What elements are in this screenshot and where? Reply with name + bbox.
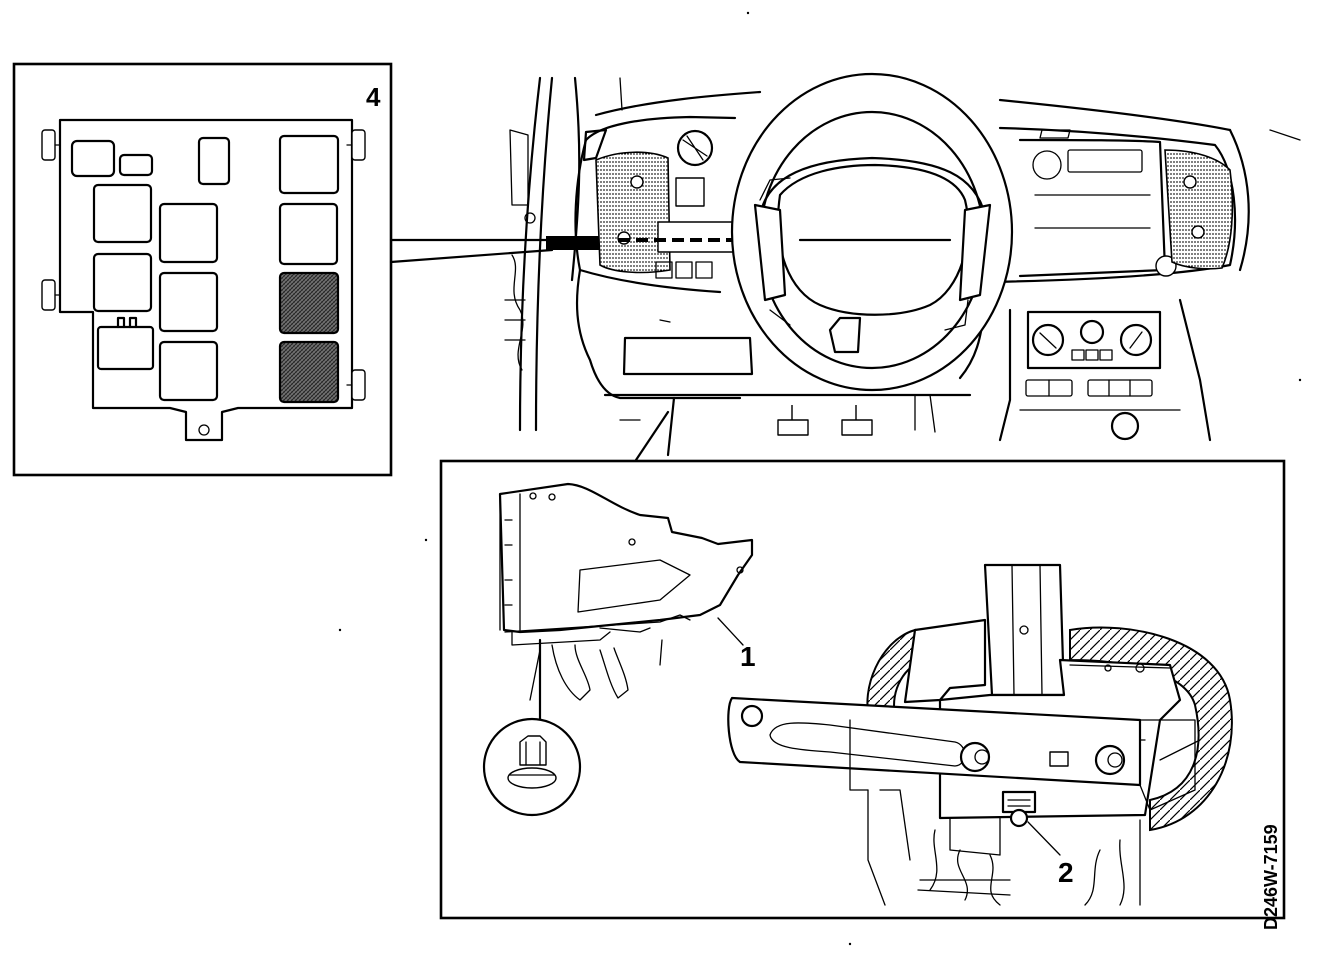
- relay-small-2: [118, 153, 154, 177]
- gear-knob: [1110, 411, 1140, 441]
- steering-wheel-upper-spoke: [758, 156, 987, 217]
- relay-left-1: [92, 183, 153, 244]
- hvac-panel: [1026, 310, 1162, 370]
- bracket-bolt-left: [740, 704, 764, 728]
- wiring-loom: [511, 254, 524, 371]
- side-vent: [582, 128, 608, 162]
- push-clip: [519, 735, 547, 766]
- storage-tray: [622, 336, 754, 376]
- temp-gauge: [1032, 150, 1062, 180]
- relay-sockets: [70, 134, 340, 404]
- support-bracket-bar: [727, 696, 1142, 787]
- lower-dash-left: [575, 268, 742, 400]
- relay-mid-2: [158, 271, 219, 333]
- hvac-knob-center: [1079, 319, 1105, 345]
- mounting-lugs: [41, 129, 366, 401]
- cover-recess: [577, 559, 691, 613]
- fuse-box-detail: 4: [12, 62, 618, 477]
- column-housing-left: [903, 618, 987, 704]
- relay-small-1: [70, 139, 116, 178]
- callout-1-leader: [717, 617, 744, 646]
- pedal-right: [599, 647, 629, 699]
- detail-pointer-lower: [389, 248, 554, 264]
- relay-small-3: [197, 136, 231, 186]
- trip-reset-knob: [1155, 255, 1177, 277]
- relay-left-3: [96, 325, 155, 371]
- bolt-2-head: [1001, 790, 1037, 814]
- dashboard-overview: [504, 72, 1301, 462]
- fuse-box-callout: 4: [366, 82, 381, 112]
- display-window: [1067, 149, 1143, 173]
- relay-right-1: [278, 202, 339, 266]
- pedal-left: [551, 644, 591, 701]
- lower-wires: [929, 829, 1001, 906]
- dash-panel-top: [584, 115, 737, 142]
- a-pillar-outer: [518, 76, 542, 432]
- relay-mid-1: [158, 202, 219, 264]
- print-specks: [338, 11, 1302, 946]
- right-spoke: [958, 203, 992, 302]
- clip-detail-circle: [482, 717, 582, 817]
- callout-2-leader: [1027, 821, 1061, 856]
- callout-1: 1: [740, 641, 756, 672]
- door-hinge: [509, 129, 529, 206]
- dimmer-switch: [675, 177, 705, 207]
- switch-right: [1087, 379, 1153, 397]
- relay-top-right: [278, 134, 340, 195]
- mounting-hole: [198, 424, 210, 436]
- dash-top-right: [998, 98, 1232, 132]
- relay-box-outline: [58, 118, 354, 442]
- fuse-box-frame: [12, 62, 393, 477]
- dash-top-left: [594, 90, 762, 117]
- relay-hatched-1: [278, 271, 340, 335]
- bracket-bolt-right: [1094, 744, 1126, 776]
- cover-panel: [498, 482, 754, 634]
- callout-2: 2: [1058, 857, 1074, 888]
- relay-left-2: [92, 252, 153, 313]
- lower-spoke: [828, 316, 862, 354]
- bracket-square-hole: [1049, 751, 1069, 767]
- bracket-detail: 1 2: [439, 459, 1286, 920]
- relay-tab: [116, 316, 138, 329]
- steering-column: [983, 563, 1066, 697]
- bracket-detail-frame: [439, 459, 1286, 920]
- instrument-cluster-right: [1018, 138, 1167, 278]
- lower-detail-pointer-left: [634, 410, 670, 462]
- pedals: [777, 394, 936, 436]
- relay-hatched-2: [278, 340, 340, 404]
- right-vent-grille: [1164, 149, 1234, 270]
- left-spoke: [753, 203, 787, 302]
- figure-code: D246W-7159: [1261, 824, 1281, 930]
- lower-detail-pointer-right: [666, 396, 676, 457]
- relay-mid-3: [158, 340, 219, 402]
- bolt-2: [1009, 808, 1029, 828]
- left-vent-grille: [595, 151, 671, 274]
- lower-mechanism: [949, 817, 1001, 856]
